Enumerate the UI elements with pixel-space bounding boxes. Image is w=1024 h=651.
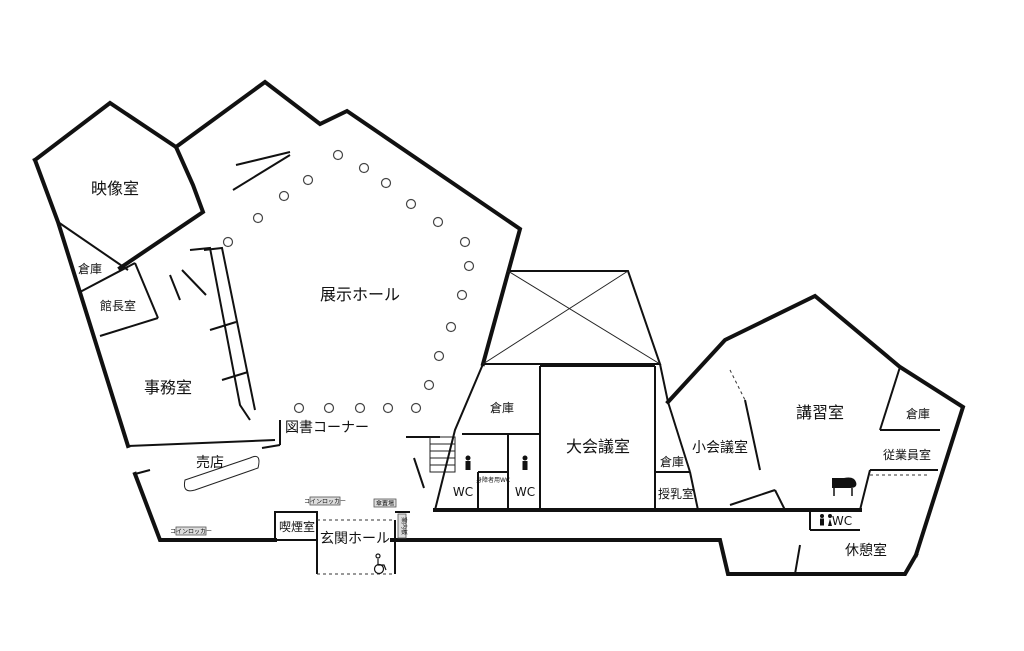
room-label-storage-east: 倉庫 <box>906 406 930 421</box>
interior-walls-east <box>729 366 940 575</box>
column-marker <box>252 212 264 224</box>
column-marker <box>410 402 422 414</box>
column-marker <box>380 177 392 189</box>
column-marker <box>433 350 445 362</box>
coin-locker-sign: コインロッカー <box>170 526 212 536</box>
stairs <box>413 436 456 489</box>
column-marker <box>278 190 290 202</box>
column-marker <box>445 321 457 333</box>
room-label-large-meeting: 大会議室 <box>566 437 630 456</box>
room-label-small-meeting: 小会議室 <box>692 439 748 456</box>
toilet-person-icon <box>522 455 528 470</box>
toilet-person-icon <box>465 455 471 470</box>
column-marker <box>405 198 417 210</box>
room-label-office: 事務室 <box>144 378 192 397</box>
room-label-wc-right: WC <box>515 485 535 499</box>
room-label-shop: 売店 <box>196 455 224 471</box>
room-label-lecture: 講習室 <box>796 403 844 422</box>
room-label-storage-south: 倉庫 <box>660 454 684 469</box>
courtyard <box>481 270 662 365</box>
coin-locker-sign: コインロッカー <box>304 496 346 506</box>
room-label-director: 館長室 <box>100 298 136 313</box>
room-label-display-hall: 展示ホール <box>320 285 400 304</box>
column-marker <box>463 260 475 272</box>
column-marker <box>323 402 335 414</box>
entrance-block <box>274 511 410 575</box>
room-label-wc-east: WC <box>832 514 852 528</box>
restroom-icon <box>820 514 832 526</box>
column-marker <box>423 379 435 391</box>
exterior-walls <box>32 79 966 576</box>
column-marker <box>456 289 468 301</box>
notice-board-label: 案内板 <box>400 517 408 535</box>
shop-counter <box>184 455 260 492</box>
column-marker <box>332 149 344 161</box>
column-marker <box>354 402 366 414</box>
room-label-entrance-hall: 玄関ホール <box>320 530 390 547</box>
column-marker <box>459 236 471 248</box>
room-label-wc-left: WC <box>453 485 473 499</box>
column-marker <box>382 402 394 414</box>
umbrella-stand-label: 傘置場 <box>376 500 394 508</box>
column-marker <box>302 174 314 186</box>
column-marker <box>293 402 305 414</box>
room-label-smoking: 喫煙室 <box>279 519 315 534</box>
column-marker <box>358 162 370 174</box>
column-marker <box>222 236 234 248</box>
coin-locker-label: コインロッカー <box>304 499 346 506</box>
room-label-lounge: 休憩室 <box>845 542 887 559</box>
room-label-staff: 従業員室 <box>883 447 931 462</box>
umbrella-stand-sign: 傘置場 <box>373 498 397 508</box>
room-label-nursing: 授乳室 <box>658 486 694 501</box>
interior-walls-west <box>57 151 440 475</box>
room-label-storage-nw: 倉庫 <box>78 261 102 276</box>
display-hall-columns <box>222 149 475 414</box>
room-label-storage-center: 倉庫 <box>490 400 514 415</box>
piano-icon <box>832 477 857 496</box>
interior-walls-center <box>434 363 699 511</box>
wheelchair-icon <box>373 553 387 575</box>
room-label-library-corner: 図書コーナー <box>285 420 369 436</box>
room-label-accessible-wc: 身障者用WC <box>476 476 510 484</box>
column-marker <box>432 216 444 228</box>
coin-locker-label: コインロッカー <box>170 529 212 536</box>
room-label-video: 映像室 <box>91 179 139 198</box>
notice-board-sign: 案内板 <box>397 513 408 539</box>
